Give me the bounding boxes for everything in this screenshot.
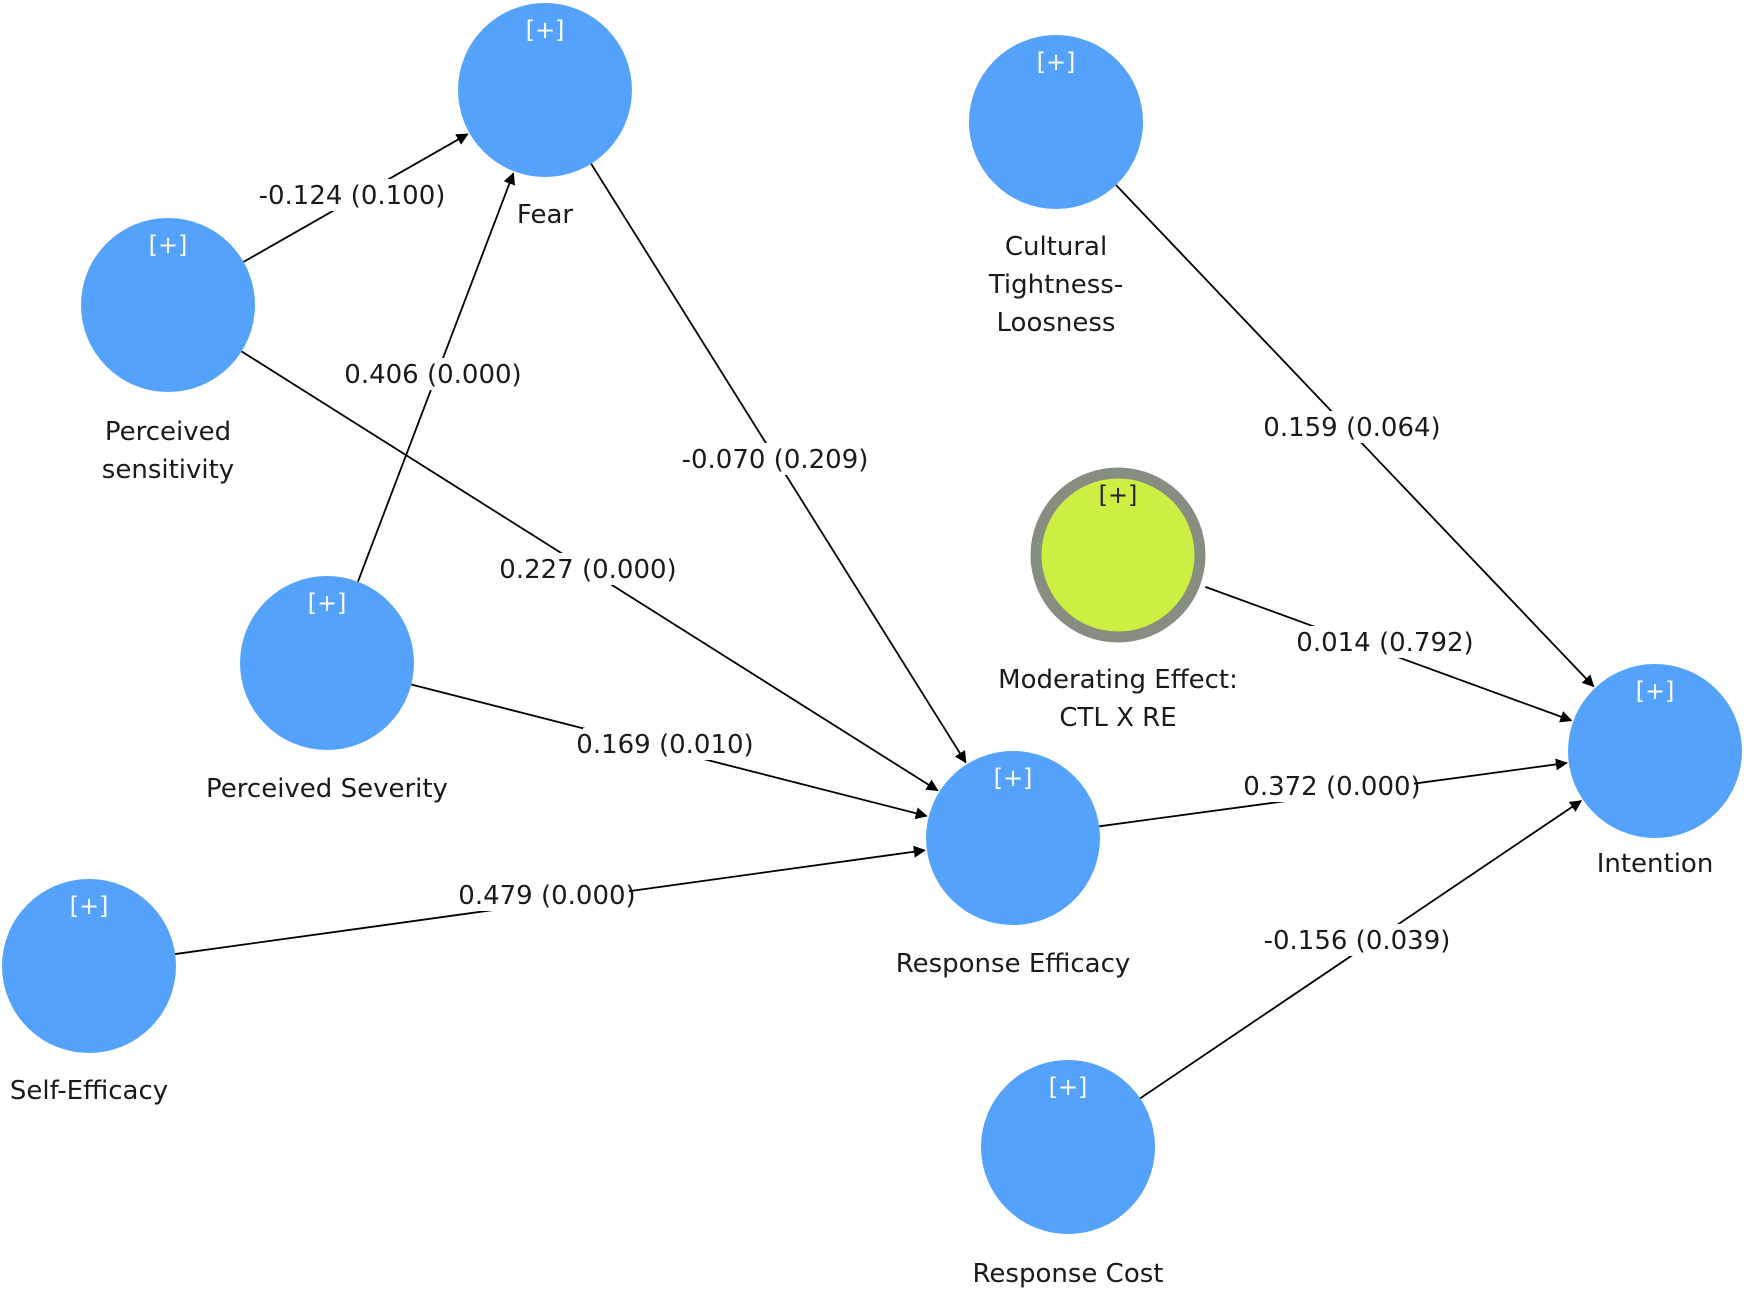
construct-circle[interactable] bbox=[969, 35, 1143, 209]
construct-circle[interactable] bbox=[240, 576, 414, 750]
expand-indicator[interactable]: [+] bbox=[994, 764, 1033, 792]
path-label-background bbox=[465, 879, 629, 911]
path-coefficient-label: -0.070 (0.209) bbox=[682, 445, 869, 475]
node-label-line: Perceived bbox=[105, 417, 231, 447]
path-label-background bbox=[1250, 770, 1414, 802]
node-perceived-sensitivity[interactable]: [+] Perceived sensitivity bbox=[81, 218, 255, 485]
path-perceived_severity-to-fear[interactable]: 0.406 (0.000) bbox=[344, 172, 522, 583]
path-coefficient-label: 0.014 (0.792) bbox=[1296, 628, 1473, 658]
expand-indicator[interactable]: [+] bbox=[1636, 677, 1675, 705]
node-self-efficacy[interactable]: [+] Self-Efficacy bbox=[2, 879, 176, 1106]
node-response-efficacy[interactable]: [+] Response Efficacy bbox=[896, 751, 1131, 979]
path-arrows: -0.124 (0.100) 0.406 (0.000) -0.070 (0.209… bbox=[175, 133, 1595, 1100]
node-response-cost[interactable]: [+] Response Cost bbox=[973, 1060, 1164, 1289]
path-response_efficacy-to-intention[interactable]: 0.372 (0.000) bbox=[1099, 758, 1568, 828]
path-coefficient-label: 0.406 (0.000) bbox=[344, 360, 521, 390]
expand-indicator[interactable]: [+] bbox=[1099, 481, 1138, 509]
node-perceived-severity[interactable]: [+] Perceived Severity bbox=[206, 576, 448, 804]
path-response_cost-to-intention[interactable]: -0.156 (0.039) bbox=[1139, 800, 1583, 1100]
construct-circle[interactable] bbox=[981, 1060, 1155, 1234]
path-moderating-to-intention[interactable]: 0.014 (0.792) bbox=[1205, 586, 1573, 723]
construct-circle[interactable] bbox=[458, 3, 632, 177]
path-cultural_tl-to-intention[interactable]: 0.159 (0.064) bbox=[1115, 184, 1595, 688]
construct-circle[interactable] bbox=[926, 751, 1100, 925]
path-coefficient-label: 0.372 (0.000) bbox=[1243, 772, 1420, 802]
construct-circle[interactable] bbox=[1568, 664, 1742, 838]
path-coefficient-label: 0.159 (0.064) bbox=[1263, 413, 1440, 443]
node-label-line: Tightness- bbox=[988, 270, 1123, 300]
expand-indicator[interactable]: [+] bbox=[526, 16, 565, 44]
path-perceived_severity-to-response_efficacy[interactable]: 0.169 (0.010) bbox=[411, 683, 928, 820]
path-label-background bbox=[506, 553, 670, 585]
construct-nodes: [+] Fear [+] Perceived sensitivity [+] Perceiv… bbox=[2, 3, 1742, 1289]
path-label-background bbox=[1270, 411, 1434, 443]
construct-circle[interactable] bbox=[81, 218, 255, 392]
node-label-line: Cultural bbox=[1005, 232, 1107, 262]
node-label: Response Cost bbox=[973, 1259, 1164, 1289]
node-label: Response Efficacy bbox=[896, 949, 1131, 979]
node-label: Perceived Severity bbox=[206, 774, 448, 804]
path-label-background bbox=[1303, 626, 1467, 658]
path-perceived_sensitivity-to-fear[interactable]: -0.124 (0.100) bbox=[243, 133, 469, 263]
node-fear[interactable]: [+] Fear bbox=[458, 3, 632, 230]
expand-indicator[interactable]: [+] bbox=[1037, 48, 1076, 76]
path-label-background bbox=[270, 179, 434, 211]
expand-indicator[interactable]: [+] bbox=[1049, 1073, 1088, 1101]
path-coefficient-label: 0.479 (0.000) bbox=[458, 881, 635, 911]
path-self_efficacy-to-response_efficacy[interactable]: 0.479 (0.000) bbox=[175, 845, 926, 955]
path-coefficient-label: 0.169 (0.010) bbox=[576, 730, 753, 760]
path-label-background bbox=[583, 728, 747, 760]
expand-indicator[interactable]: [+] bbox=[70, 892, 109, 920]
path-coefficient-label: -0.156 (0.039) bbox=[1264, 926, 1451, 956]
construct-circle[interactable] bbox=[2, 879, 176, 1053]
path-label-background bbox=[1275, 924, 1439, 956]
node-label: Intention bbox=[1597, 849, 1714, 879]
path-label-background bbox=[351, 358, 515, 390]
expand-indicator[interactable]: [+] bbox=[149, 231, 188, 259]
expand-indicator[interactable]: [+] bbox=[308, 589, 347, 617]
path-label-background bbox=[693, 443, 857, 475]
path-coefficient-label: -0.124 (0.100) bbox=[259, 181, 446, 211]
node-label: Fear bbox=[517, 200, 573, 230]
path-fear-to-response_efficacy[interactable]: -0.070 (0.209) bbox=[590, 163, 967, 764]
node-label-line: sensitivity bbox=[102, 455, 234, 485]
node-label: Self-Efficacy bbox=[10, 1076, 168, 1106]
path-coefficient-label: 0.227 (0.000) bbox=[499, 555, 676, 585]
node-intention[interactable]: [+] Intention bbox=[1568, 664, 1742, 879]
path-perceived_sensitivity-to-response_efficacy[interactable]: 0.227 (0.000) bbox=[241, 350, 939, 792]
node-moderating[interactable]: [+] Moderating Effect: CTL X RE bbox=[998, 467, 1238, 733]
node-label-line: Loosness bbox=[997, 308, 1116, 338]
node-label-line: Moderating Effect: bbox=[998, 665, 1238, 695]
moderator-circle[interactable] bbox=[1030, 467, 1206, 643]
node-label-line: CTL X RE bbox=[1059, 703, 1176, 733]
